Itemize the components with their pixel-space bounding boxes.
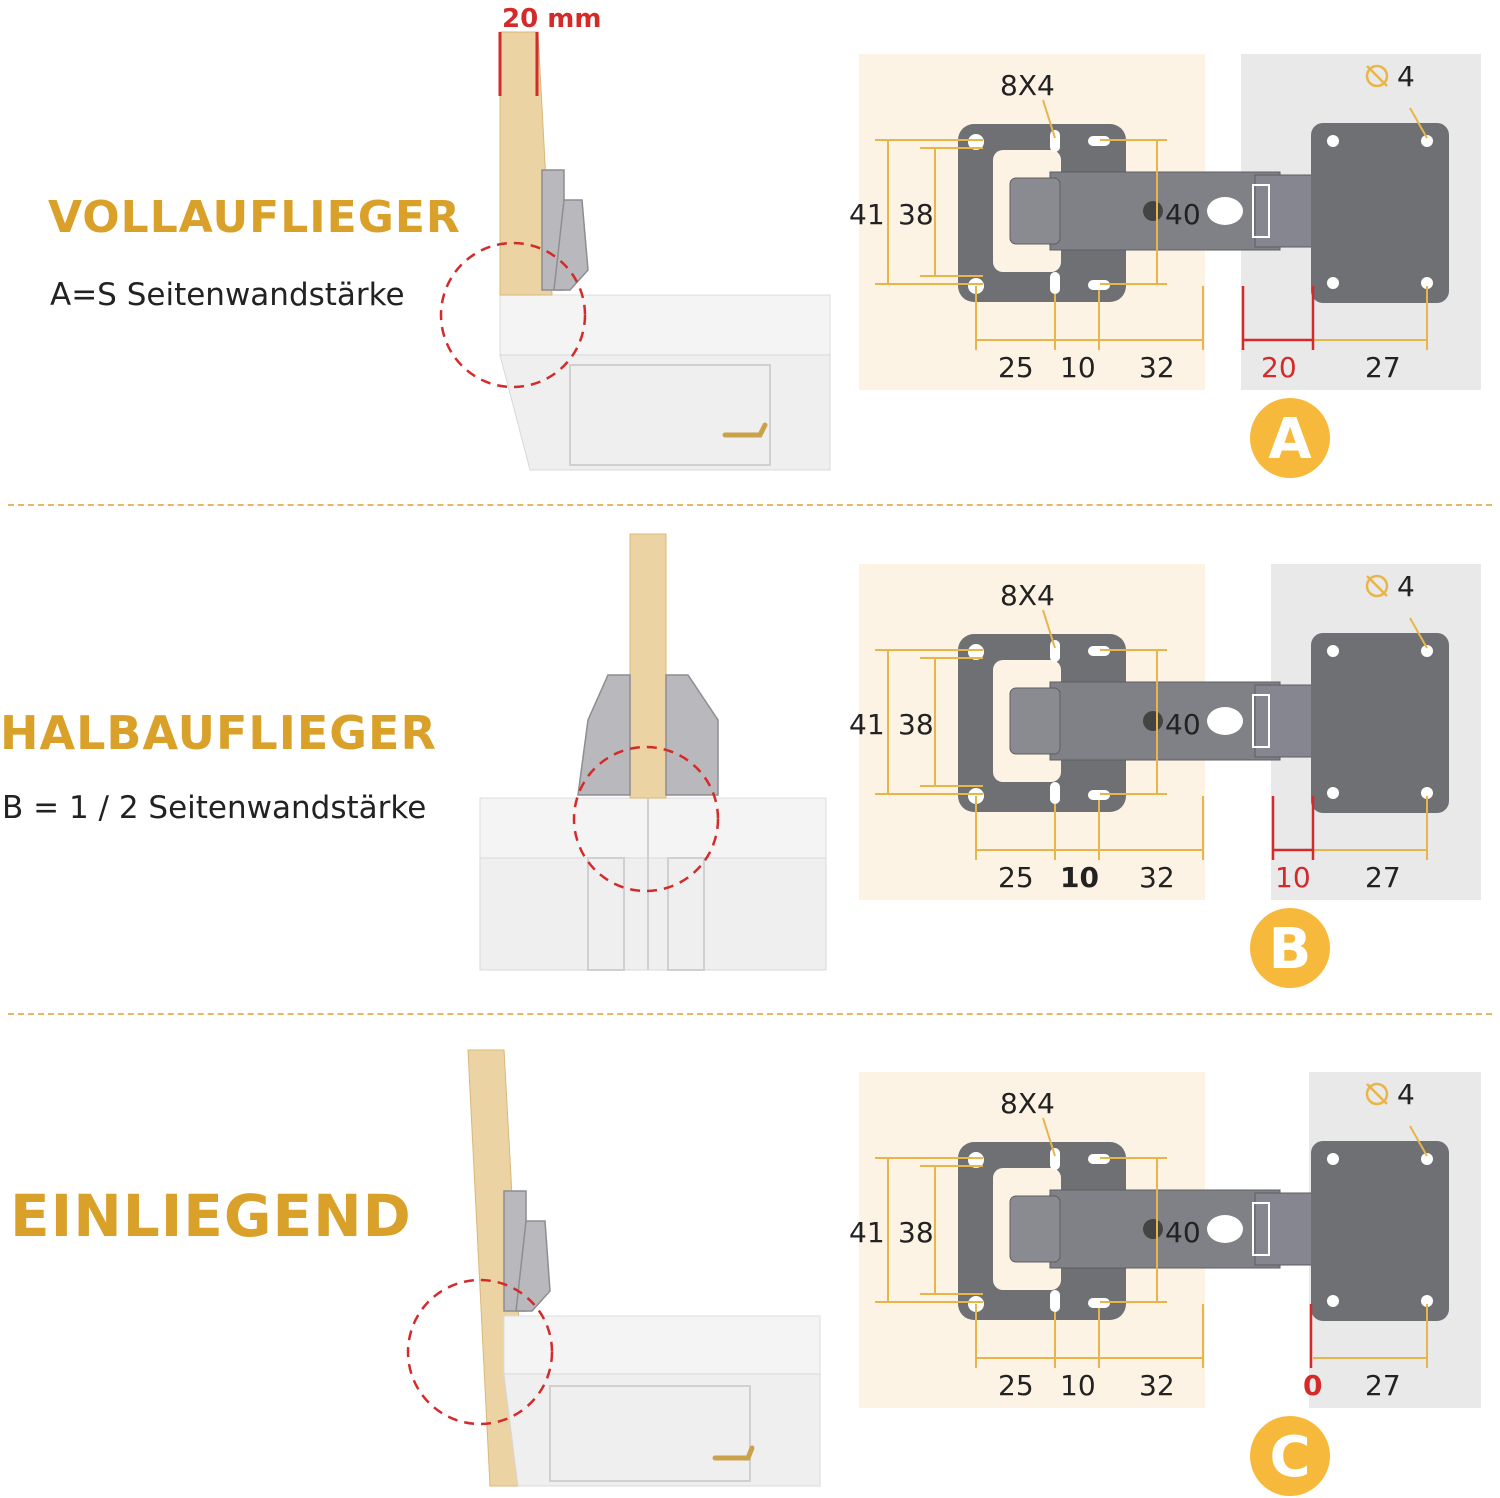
dim-32: 32: [1139, 861, 1175, 894]
cabinet-illustration: [439, 31, 831, 471]
cabinet-illustration: [479, 533, 827, 971]
overlay-dim: 0: [1303, 1369, 1322, 1402]
dim-25: 25: [998, 351, 1034, 384]
hinge-dimension-diagram: 8X4 4 41 38 40 25 10 32 0 27: [849, 1072, 1481, 1408]
section-vollauflieger: VOLLAUFLIEGER A=S Seitenwandstärke 20 mm: [0, 0, 1500, 500]
hole-label: 4: [1397, 570, 1415, 603]
plate-dim: 27: [1365, 1369, 1401, 1402]
cup-label: 40: [1165, 708, 1201, 741]
dim-41: 41: [849, 1216, 885, 1249]
hole-label: 4: [1397, 60, 1415, 93]
dim-38: 38: [898, 1216, 934, 1249]
badge-a: A: [1250, 398, 1330, 478]
slot-label: 8X4: [1000, 579, 1055, 612]
dim-32: 32: [1139, 351, 1175, 384]
dim-25: 25: [998, 1369, 1034, 1402]
plate-dim: 27: [1365, 351, 1401, 384]
overlay-dim: 10: [1275, 861, 1311, 894]
dim-25: 25: [998, 861, 1034, 894]
hinge-dimension-diagram: 8X4 4 41 38 40 25 10 32 10 27: [849, 564, 1481, 900]
hinge-dimension-diagram: 8X4 4 41 38 40 25 10 32 20 27: [849, 54, 1481, 390]
plate-dim: 27: [1365, 861, 1401, 894]
section-einliegend: EINLIEGEND: [0, 1018, 1500, 1498]
section-divider: [8, 504, 1492, 506]
section-title: HALBAUFLIEGER: [0, 706, 437, 760]
dim-38: 38: [898, 708, 934, 741]
badge-letter: C: [1269, 1425, 1310, 1490]
section-halbauflieger: HALBAUFLIEGER B = 1 / 2 Seitenwandstärke: [0, 510, 1500, 1010]
dim-32: 32: [1139, 1369, 1175, 1402]
section-subtitle: A=S Seitenwandstärke: [50, 277, 405, 313]
dimension-20mm: 20 mm: [502, 4, 602, 34]
dim-10: 10: [1060, 861, 1099, 894]
dim-38: 38: [898, 198, 934, 231]
overlay-dim: 20: [1261, 351, 1297, 384]
slot-label: 8X4: [1000, 1087, 1055, 1120]
badge-c: C: [1250, 1416, 1330, 1496]
dim-41: 41: [849, 708, 885, 741]
section-title: VOLLAUFLIEGER: [48, 192, 461, 243]
hole-label: 4: [1397, 1078, 1415, 1111]
badge-b: B: [1250, 908, 1330, 988]
badge-letter: B: [1269, 917, 1312, 982]
section-title: EINLIEGEND: [10, 1182, 412, 1250]
section-subtitle: B = 1 / 2 Seitenwandstärke: [2, 790, 427, 826]
cup-label: 40: [1165, 1216, 1201, 1249]
dim-10: 10: [1060, 351, 1096, 384]
cabinet-illustration: [406, 1049, 821, 1487]
dim-41: 41: [849, 198, 885, 231]
cup-label: 40: [1165, 198, 1201, 231]
dim-10: 10: [1060, 1369, 1096, 1402]
slot-label: 8X4: [1000, 69, 1055, 102]
section-divider: [8, 1013, 1492, 1015]
badge-letter: A: [1268, 407, 1312, 472]
